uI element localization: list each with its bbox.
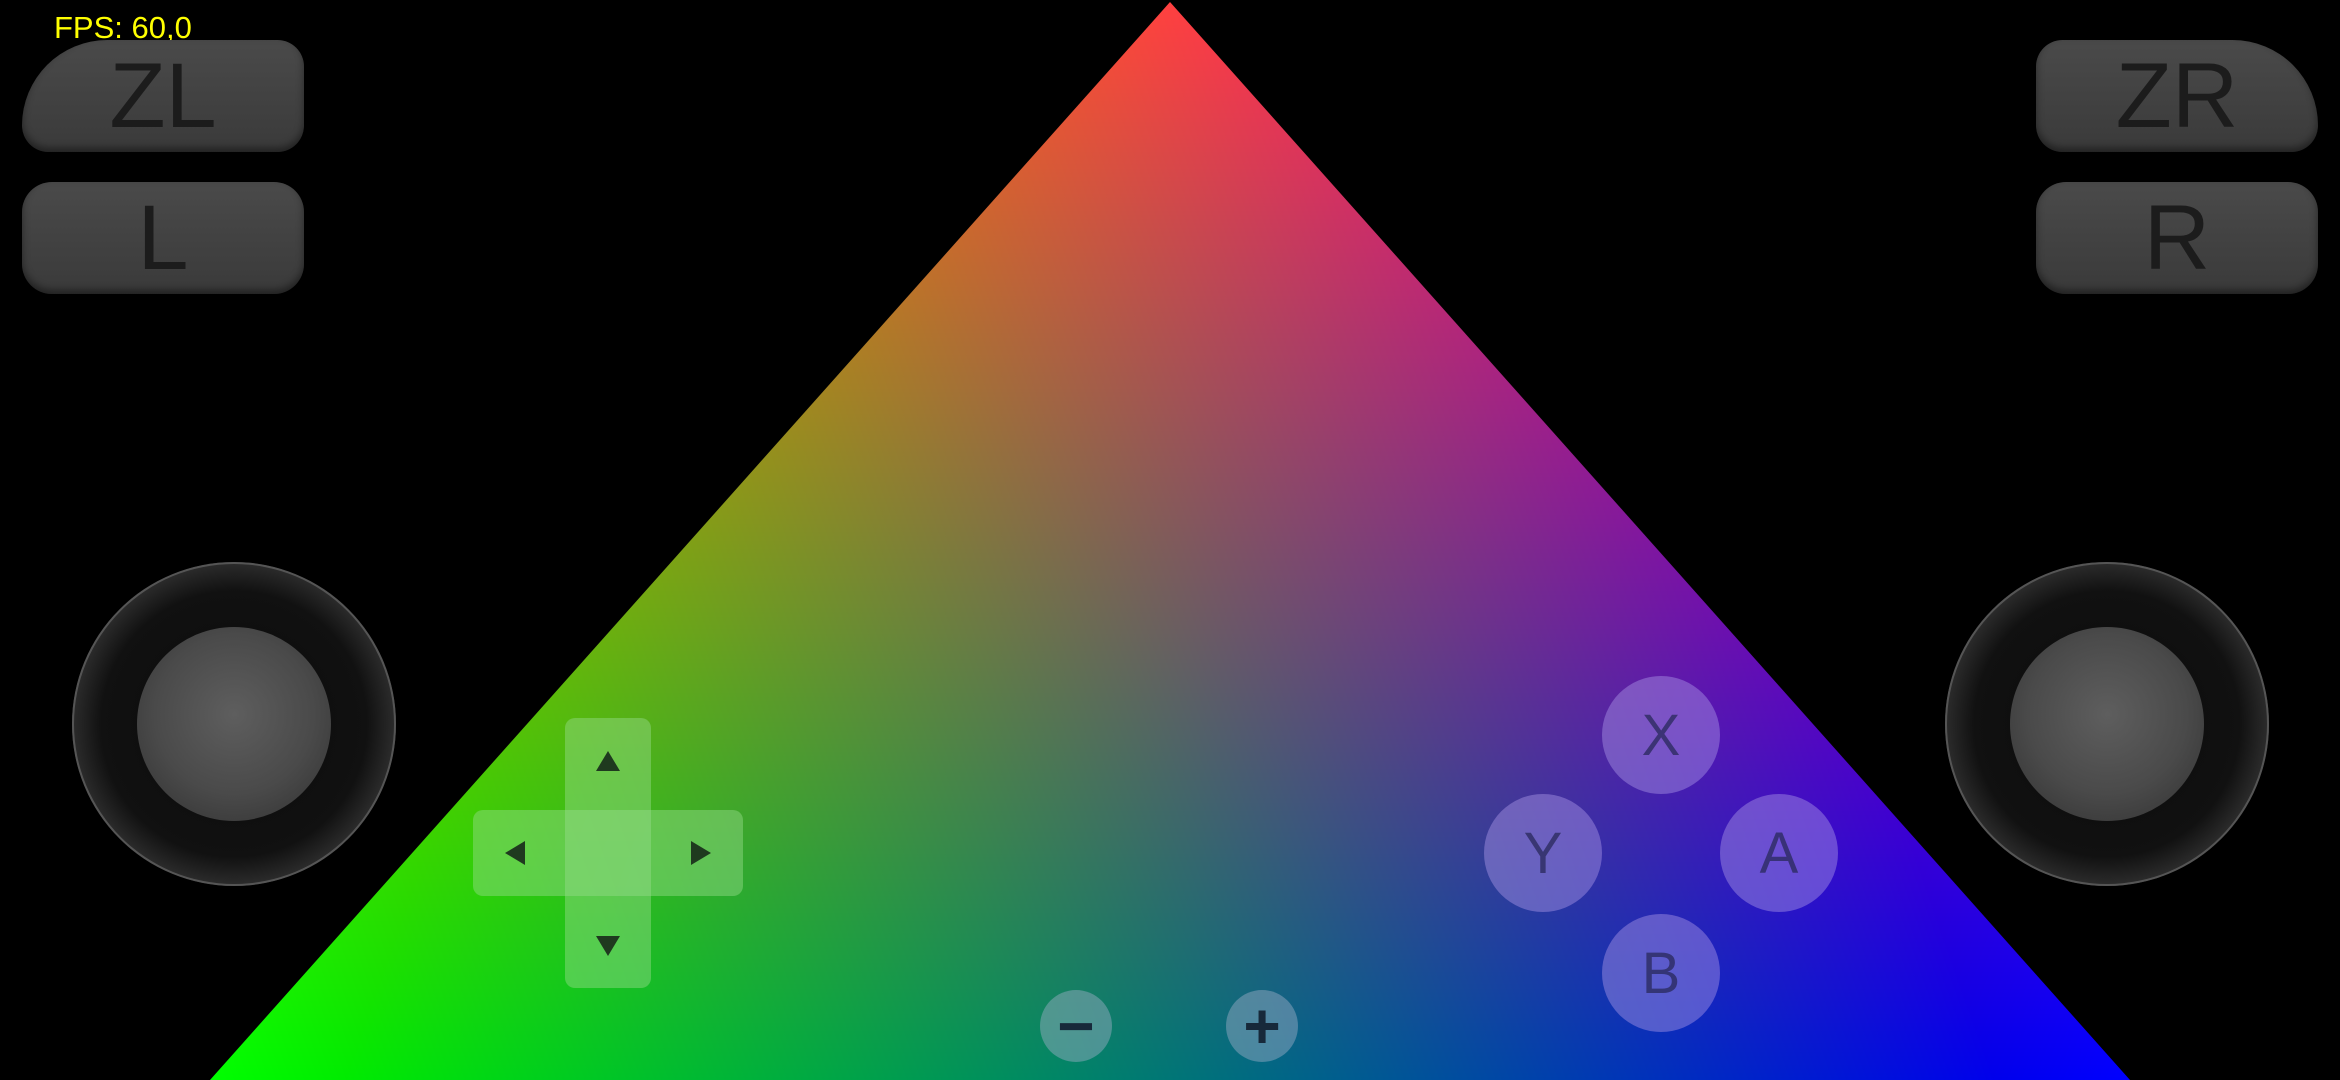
dpad-down-arrow-icon[interactable] <box>596 936 620 956</box>
zr-button[interactable]: ZR <box>2036 40 2318 152</box>
plus-button[interactable]: + <box>1226 990 1298 1062</box>
dpad[interactable] <box>473 718 743 988</box>
zl-button[interactable]: ZL <box>22 40 304 152</box>
dpad-right-arrow-icon[interactable] <box>691 841 711 865</box>
l-button[interactable]: L <box>22 182 304 294</box>
left-joystick[interactable] <box>72 562 396 886</box>
y-button[interactable]: Y <box>1484 794 1602 912</box>
dpad-up-arrow-icon[interactable] <box>596 751 620 771</box>
dpad-left-arrow-icon[interactable] <box>505 841 525 865</box>
right-joystick-knob[interactable] <box>2010 627 2204 821</box>
right-joystick[interactable] <box>1945 562 2269 886</box>
r-button[interactable]: R <box>2036 182 2318 294</box>
b-button[interactable]: B <box>1602 914 1720 1032</box>
a-button[interactable]: A <box>1720 794 1838 912</box>
x-button[interactable]: X <box>1602 676 1720 794</box>
minus-button[interactable]: − <box>1040 990 1112 1062</box>
fps-counter: FPS: 60,0 <box>54 10 192 45</box>
left-joystick-knob[interactable] <box>137 627 331 821</box>
